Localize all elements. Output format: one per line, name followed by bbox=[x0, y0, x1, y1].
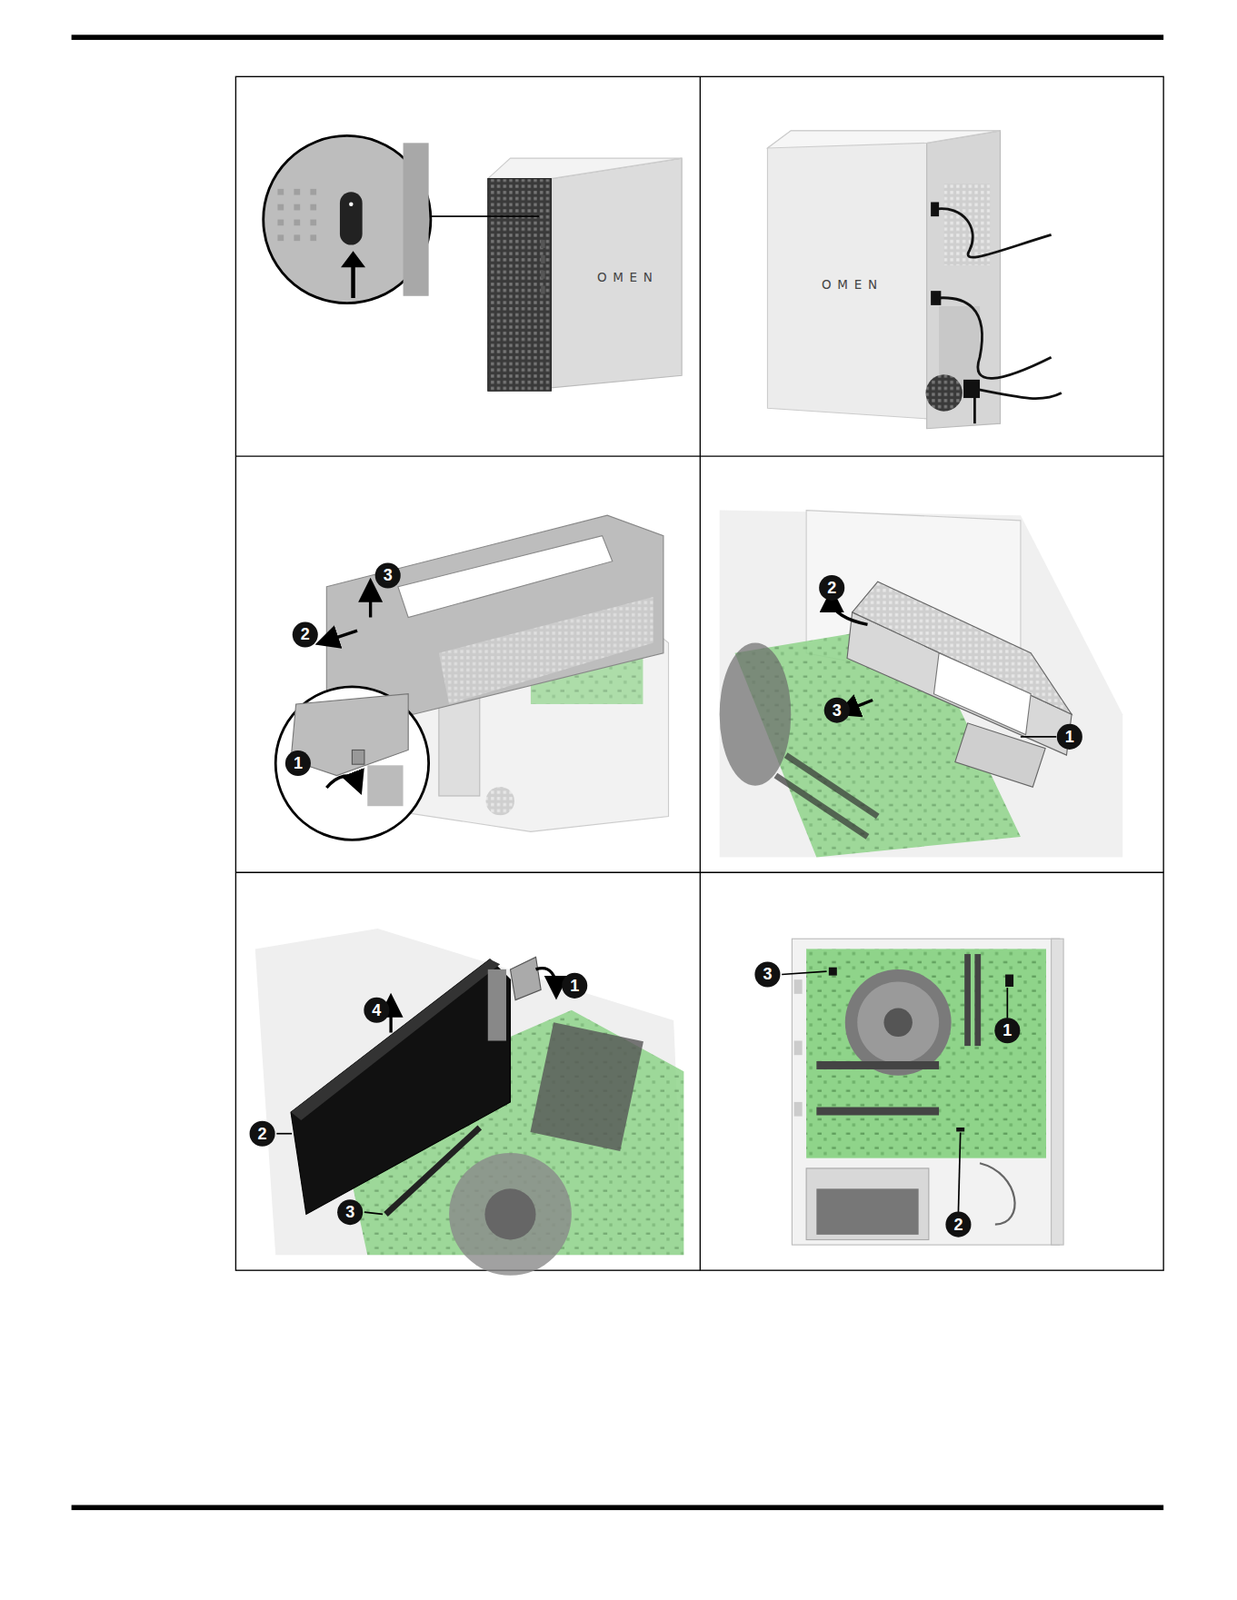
callout-disc bbox=[337, 1199, 363, 1226]
callout-number: 1 bbox=[285, 750, 311, 777]
callout-disc bbox=[292, 622, 319, 649]
callout-number: 4 bbox=[363, 997, 390, 1024]
callout-disc bbox=[285, 750, 311, 777]
svg-text:OMEN: OMEN bbox=[821, 277, 884, 292]
callout-number: 2 bbox=[249, 1121, 276, 1148]
callout-number: 3 bbox=[824, 698, 850, 724]
callout-disc bbox=[1057, 724, 1083, 750]
callout-number: 2 bbox=[945, 1212, 971, 1238]
callout-disc bbox=[818, 575, 845, 601]
callout-disc bbox=[363, 997, 390, 1024]
callout-disc bbox=[375, 562, 401, 589]
callout-number: 2 bbox=[818, 575, 845, 601]
callout-disc bbox=[249, 1121, 276, 1148]
callout-number: 2 bbox=[292, 621, 319, 648]
callout-number: 1 bbox=[561, 973, 588, 999]
callout-number: 3 bbox=[754, 961, 780, 988]
callout-number: 1 bbox=[1057, 724, 1083, 750]
callout-disc bbox=[945, 1212, 971, 1238]
callout-disc bbox=[824, 698, 850, 724]
callout-disc bbox=[561, 973, 588, 999]
callout-number: 3 bbox=[375, 562, 401, 589]
svg-text:OMEN: OMEN bbox=[597, 269, 659, 285]
callout-disc bbox=[994, 1017, 1020, 1044]
callout-number: 3 bbox=[337, 1199, 363, 1226]
callout-disc bbox=[754, 961, 780, 988]
callout-number: 1 bbox=[994, 1017, 1020, 1044]
